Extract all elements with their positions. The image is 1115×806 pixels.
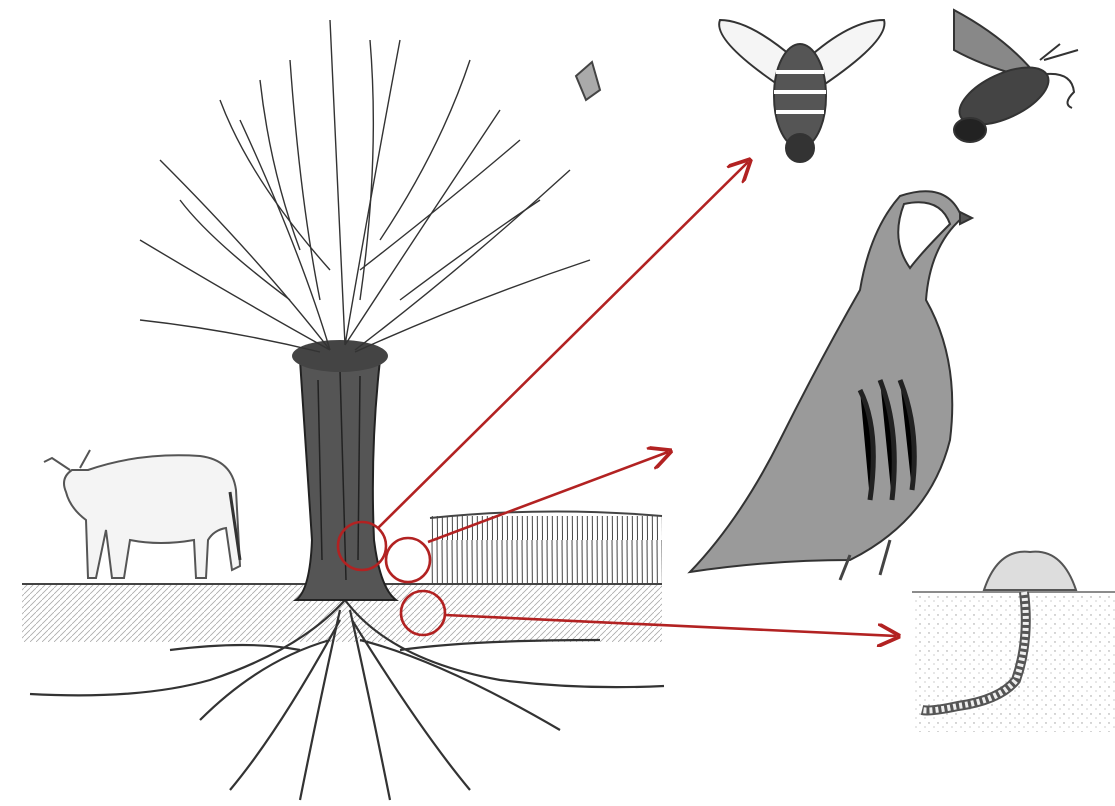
tree-crown	[140, 20, 590, 352]
callout-circle-base	[386, 538, 430, 582]
partridge	[690, 191, 972, 580]
small-moth	[576, 62, 600, 100]
cow	[44, 450, 240, 578]
hawk-moth	[951, 10, 1078, 142]
earthworm-soil	[912, 552, 1115, 732]
arrow-to-insects	[378, 162, 748, 528]
wheat-field	[430, 511, 662, 584]
hoverfly	[719, 20, 884, 162]
